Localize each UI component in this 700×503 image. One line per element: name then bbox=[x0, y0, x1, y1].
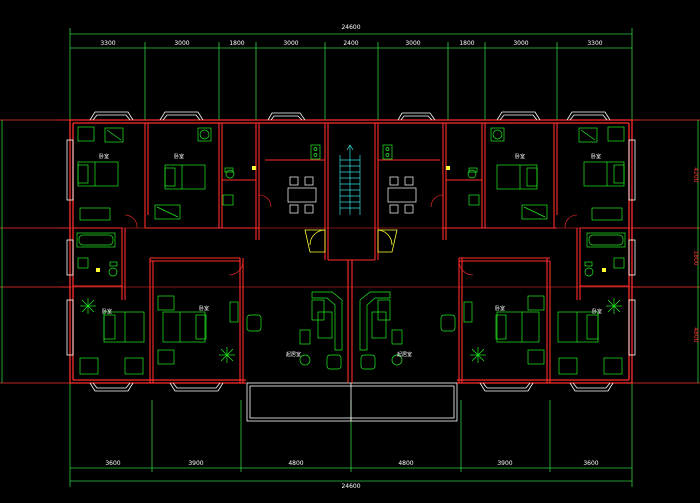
room-label-living-left: 起居室 bbox=[286, 351, 301, 358]
right-dimension-1: 4200 bbox=[692, 167, 699, 182]
exterior-walls bbox=[69, 119, 633, 384]
top-dimension-5: 2400 bbox=[343, 40, 358, 47]
top-dimension-3: 1800 bbox=[229, 40, 244, 47]
bottom-dimension-2: 3900 bbox=[188, 460, 203, 467]
side-axis-lines bbox=[0, 119, 700, 384]
top-dimension-4: 3000 bbox=[283, 40, 298, 47]
room-label-bedroom-4: 卧室 bbox=[591, 153, 601, 160]
top-total-dimension: 24600 bbox=[341, 24, 360, 31]
top-dimension-8: 3000 bbox=[513, 40, 528, 47]
room-label-bedroom-6: 卧室 bbox=[199, 305, 209, 312]
stair-landing bbox=[304, 229, 398, 253]
bay-windows-bottom bbox=[89, 382, 614, 392]
dining-table-right bbox=[387, 176, 417, 214]
bay-windows-top bbox=[89, 111, 611, 121]
top-dimension-chain bbox=[69, 28, 633, 120]
room-label-bedroom-3: 卧室 bbox=[515, 153, 525, 160]
bottom-dimension-3: 4800 bbox=[288, 460, 303, 467]
room-label-bedroom-5: 卧室 bbox=[102, 308, 112, 315]
door-swings bbox=[124, 194, 578, 276]
dining-table-left bbox=[287, 176, 317, 214]
top-dimension-7: 1800 bbox=[459, 40, 474, 47]
room-label-bedroom-8: 卧室 bbox=[592, 308, 602, 315]
windows-side bbox=[66, 139, 636, 356]
kitchen-counters bbox=[310, 144, 393, 160]
top-dimension-6: 3000 bbox=[405, 40, 420, 47]
bottom-dimension-5: 3900 bbox=[497, 460, 512, 467]
right-dimension-3: 4800 bbox=[692, 327, 699, 342]
bottom-dimension-1: 3600 bbox=[105, 460, 120, 467]
bottom-total-dimension: 24600 bbox=[341, 483, 360, 490]
top-dimension-2: 3000 bbox=[174, 40, 189, 47]
interior-walls bbox=[73, 123, 629, 383]
furniture bbox=[76, 126, 626, 375]
bottom-dimension-6: 3600 bbox=[583, 460, 598, 467]
right-dimension-2: 1800 bbox=[692, 250, 699, 265]
room-label-bedroom-1: 卧室 bbox=[99, 153, 109, 160]
plant-icons bbox=[80, 298, 622, 363]
room-label-living-right: 起居室 bbox=[397, 351, 412, 358]
room-label-bedroom-2: 卧室 bbox=[174, 153, 184, 160]
top-dimension-9: 3300 bbox=[587, 40, 602, 47]
staircase bbox=[339, 144, 361, 215]
room-label-bedroom-7: 卧室 bbox=[495, 305, 505, 312]
bottom-dimension-4: 4800 bbox=[398, 460, 413, 467]
column-markers bbox=[96, 166, 606, 272]
top-dimension-1: 3300 bbox=[100, 40, 115, 47]
balcony bbox=[246, 382, 458, 422]
